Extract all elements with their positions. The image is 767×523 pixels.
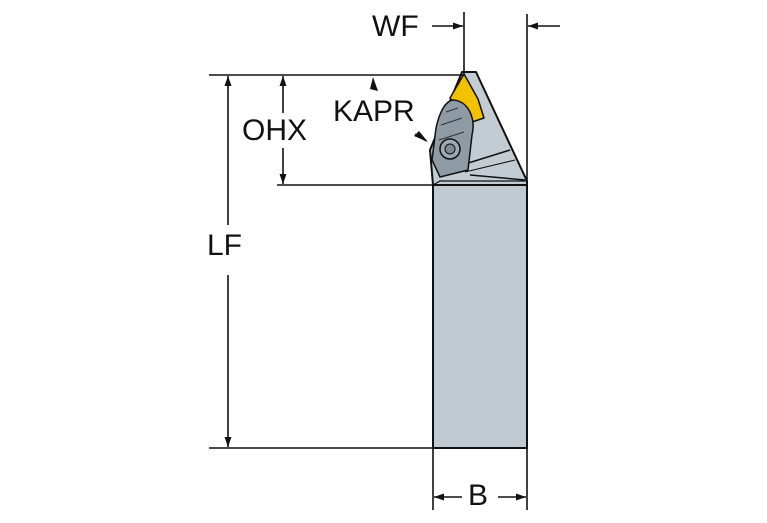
kapr-arrow-side [414, 131, 428, 142]
kapr-arrow-top [370, 77, 378, 91]
wf-label: WF [372, 10, 419, 43]
ohx-label: OHX [242, 114, 308, 147]
shank [432, 184, 528, 449]
b-label: B [468, 479, 489, 512]
kapr-label: KAPR [333, 95, 415, 128]
lf-label: LF [207, 229, 243, 262]
clamp-lever [431, 99, 474, 178]
